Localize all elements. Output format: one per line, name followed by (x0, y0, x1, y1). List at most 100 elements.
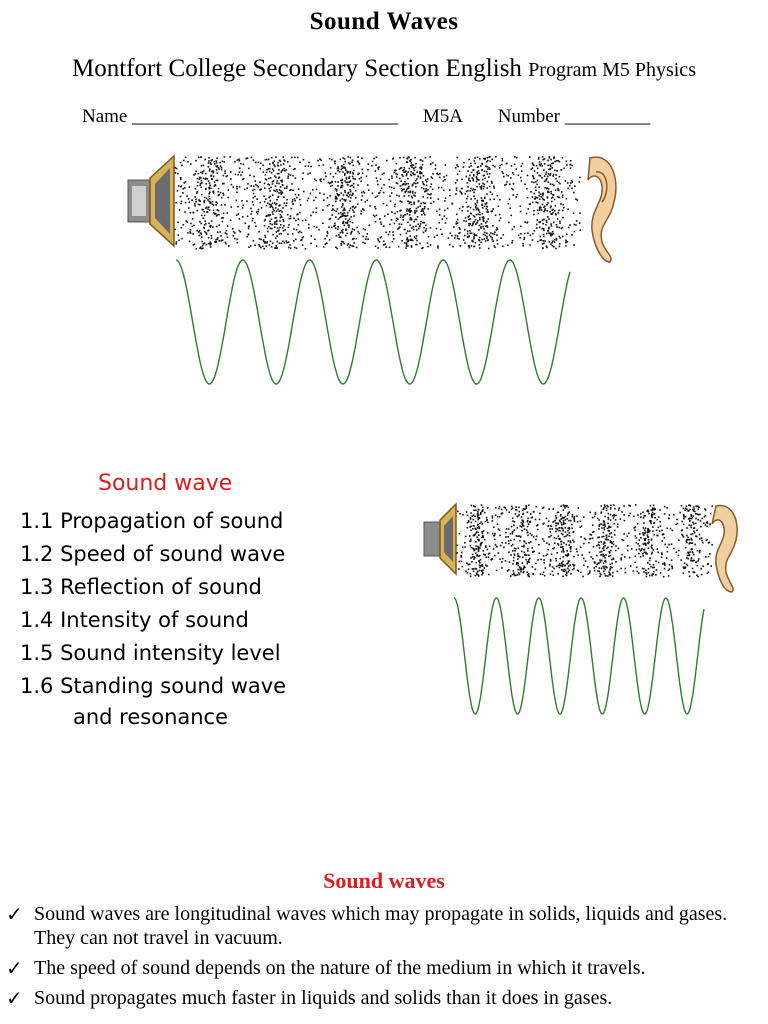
particle (515, 156, 518, 159)
particle (482, 178, 484, 181)
particle (474, 162, 476, 165)
particle (468, 563, 471, 565)
particle (342, 194, 345, 196)
particle (269, 214, 272, 216)
particle (555, 177, 557, 180)
particle (252, 196, 255, 199)
particle (549, 528, 551, 530)
particle (219, 165, 222, 167)
sine-wave (175, 259, 571, 385)
particle (476, 179, 478, 181)
particle (537, 158, 540, 160)
particle (289, 215, 292, 217)
particle (525, 542, 527, 545)
particle (479, 247, 481, 249)
particle (569, 550, 572, 553)
particle (540, 209, 543, 211)
particle (474, 203, 477, 205)
particle (340, 168, 343, 171)
particle (529, 156, 531, 158)
particle (252, 217, 254, 220)
particle (275, 202, 278, 205)
particle (512, 183, 515, 185)
particle (557, 189, 560, 191)
particle (467, 170, 469, 172)
particle (374, 196, 377, 199)
particle (356, 203, 359, 205)
particle (482, 175, 485, 177)
particle (609, 541, 612, 543)
particle (481, 565, 484, 567)
particle (543, 559, 545, 561)
particle (698, 533, 701, 536)
particle (337, 166, 339, 168)
particle (477, 213, 480, 215)
particle (436, 210, 438, 213)
particle (340, 181, 343, 184)
particle (526, 561, 529, 563)
particle (605, 561, 607, 563)
particle (319, 179, 321, 181)
particle (431, 188, 434, 191)
particle (622, 539, 625, 541)
particle (200, 186, 203, 189)
particle (562, 517, 564, 520)
particle (407, 171, 410, 173)
particle (427, 235, 430, 238)
particle (510, 554, 512, 556)
particle (271, 180, 274, 183)
particle (555, 247, 557, 250)
particle (415, 210, 418, 212)
particle (697, 575, 699, 578)
particle (214, 213, 216, 215)
particle (266, 240, 269, 243)
particle (482, 225, 484, 228)
particle (482, 220, 485, 223)
particle (481, 564, 484, 566)
particle (700, 537, 703, 539)
particle (269, 240, 272, 243)
particle (541, 243, 544, 245)
particle (347, 171, 350, 173)
particle (449, 194, 451, 197)
particle (611, 562, 613, 565)
particle (491, 158, 493, 161)
particle (415, 225, 417, 227)
particle (376, 195, 379, 197)
particle (604, 568, 607, 571)
particle (244, 188, 246, 191)
particle (668, 543, 670, 546)
particle (518, 573, 521, 576)
particle (449, 189, 451, 191)
particle (283, 202, 286, 204)
particle (222, 192, 224, 195)
particle (691, 508, 694, 511)
particle (405, 182, 408, 185)
particle (547, 520, 550, 522)
particle (705, 539, 707, 542)
particle (562, 547, 564, 550)
particle (413, 203, 415, 205)
particle (556, 180, 558, 183)
particle (472, 505, 475, 507)
particle (349, 163, 351, 165)
particle (496, 227, 498, 229)
particle (659, 572, 662, 574)
particle (179, 176, 182, 179)
particle (488, 176, 490, 178)
particle (510, 539, 512, 542)
particle (545, 219, 548, 222)
particle (271, 168, 274, 170)
particle (499, 534, 501, 537)
ear-icon (587, 156, 617, 263)
particle (534, 518, 537, 521)
particle (597, 543, 600, 546)
particle (567, 561, 569, 564)
particle (473, 160, 476, 162)
particle (603, 567, 605, 570)
particle (539, 239, 541, 241)
particle (545, 173, 547, 175)
particle (559, 222, 561, 225)
particle (561, 527, 564, 530)
particle (512, 570, 515, 572)
